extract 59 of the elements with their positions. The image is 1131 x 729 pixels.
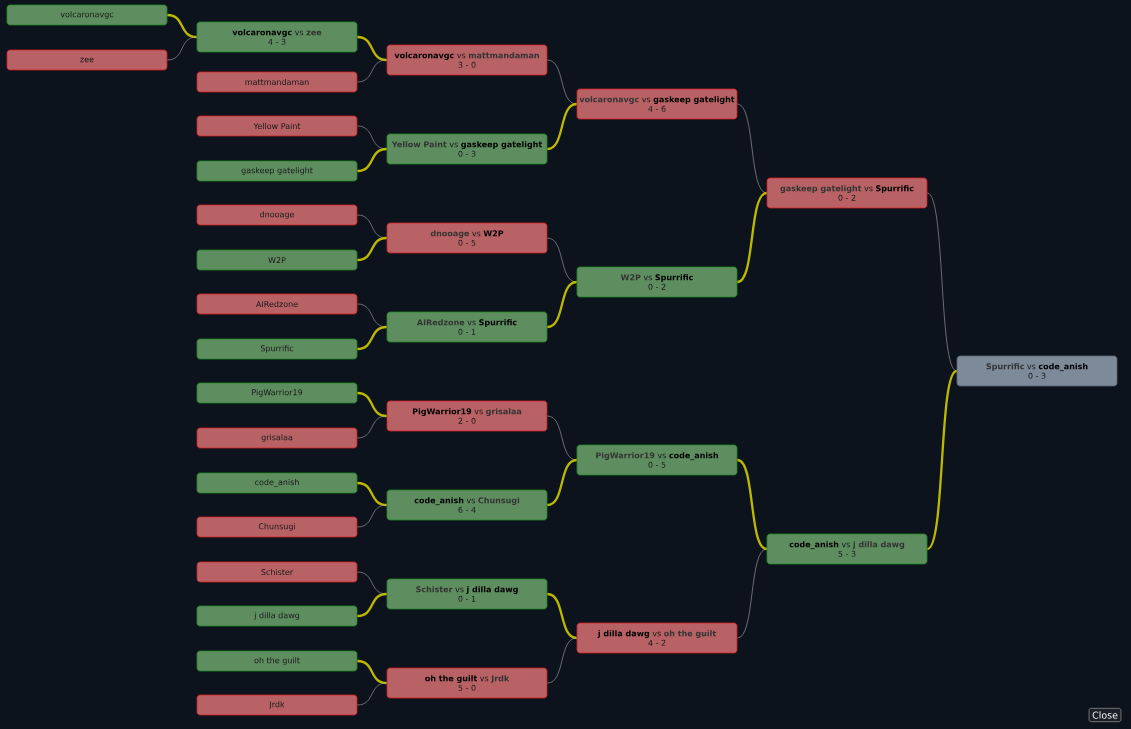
match-box: oh the guilt vs Jrdk 5 - 0 <box>386 667 548 699</box>
match-box: dnooage vs W2P 0 - 5 <box>386 222 548 254</box>
bracket-line <box>357 59 387 83</box>
bracket-line <box>736 191 768 284</box>
match-box: gaskeep gatelight vs Spurrific 0 - 2 <box>766 177 928 209</box>
player-box: Yellow Paint <box>196 115 358 137</box>
player-box: oh the guilt <box>196 650 358 672</box>
player-box: dnooage <box>196 204 358 226</box>
player-box: PigWarrior19 <box>196 382 358 404</box>
match-box: W2P vs Spurrific 0 - 2 <box>576 266 738 298</box>
player-box: volcaronavgc <box>6 4 168 26</box>
bracket-line <box>357 504 387 528</box>
bracket-line <box>357 325 387 351</box>
bracket-line <box>547 102 577 151</box>
bracket-line <box>736 458 768 551</box>
bracket-line <box>926 370 958 550</box>
close-button: Close <box>1088 707 1122 723</box>
player-box: mattmandaman <box>196 71 358 93</box>
player-box: Spurrific <box>196 338 358 360</box>
player-box: Jrdk <box>196 694 358 716</box>
player-box: j dilla dawg <box>196 605 358 627</box>
bracket-line <box>357 682 387 706</box>
bracket-line <box>357 659 387 685</box>
bracket-line <box>927 192 957 372</box>
player-box: zee <box>6 49 168 71</box>
player-box: code_anish <box>196 472 358 494</box>
bracket-line <box>547 280 577 329</box>
player-box: W2P <box>196 249 358 271</box>
bracket-line <box>167 36 197 61</box>
player-box: Schister <box>196 561 358 583</box>
match-box: PigWarrior19 vs grisalaa 2 - 0 <box>386 400 548 432</box>
match-box: Schister vs j dilla dawg 0 - 1 <box>386 578 548 610</box>
match-box: Yellow Paint vs gaskeep gatelight 0 - 3 <box>386 133 548 165</box>
bracket-line <box>357 35 387 62</box>
bracket-line <box>167 13 197 39</box>
bracket-line <box>547 637 577 684</box>
bracket-line <box>737 548 767 639</box>
bracket-line <box>547 458 577 507</box>
match-box: Spurrific vs code_anish 0 - 3 <box>956 355 1118 387</box>
match-box: volcaronavgc vs zee 4 - 3 <box>196 21 358 53</box>
match-box: volcaronavgc vs gaskeep gatelight 4 - 6 <box>576 88 738 120</box>
bracket-line <box>357 391 387 418</box>
match-box: PigWarrior19 vs code_anish 0 - 5 <box>576 444 738 476</box>
bracket-line <box>357 236 387 262</box>
bracket-line <box>357 147 387 173</box>
match-box: AIRedzone vs Spurrific 0 - 1 <box>386 311 548 343</box>
bracket-line <box>357 592 387 618</box>
player-box: gaskeep gatelight <box>196 160 358 182</box>
match-box: volcaronavgc vs mattmandaman 3 - 0 <box>386 44 548 76</box>
bracket-line <box>737 103 767 194</box>
match-box: code_anish vs Chunsugi 6 - 4 <box>386 489 548 521</box>
player-box: Chunsugi <box>196 516 358 538</box>
bracket-line <box>357 415 387 439</box>
match-box: code_anish vs j dilla dawg 5 - 3 <box>766 533 928 565</box>
bracket-line <box>547 592 577 640</box>
player-box: AIRedzone <box>196 293 358 315</box>
player-box: grisalaa <box>196 427 358 449</box>
match-box: j dilla dawg vs oh the guilt 4 - 2 <box>576 622 738 654</box>
bracket-line <box>357 481 387 507</box>
